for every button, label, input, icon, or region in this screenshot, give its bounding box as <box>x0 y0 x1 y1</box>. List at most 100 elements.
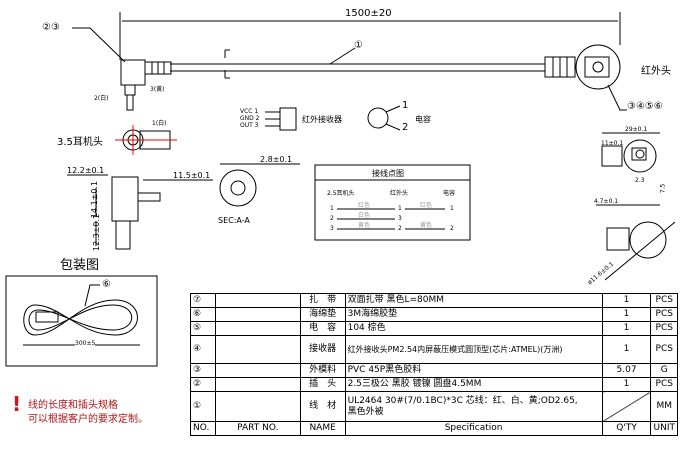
wiring-cell: 3 <box>398 215 402 222</box>
row-no: ③ <box>190 363 216 378</box>
ir-head-circle <box>575 44 621 90</box>
plug-pin2-label: 2(白) <box>94 95 109 102</box>
package-dim: 300±5 <box>75 340 96 347</box>
row-name: 扎 带 <box>299 293 346 308</box>
row-no: ⑥ <box>190 307 216 322</box>
ir-dim-window: 2.3 <box>635 177 645 184</box>
row-part <box>214 293 301 308</box>
row-no: ⑦ <box>190 293 216 308</box>
row-spec: 红外接收头PM2.54内屏蔽压模式圆顶型(芯片:ATMEL)(万洲) <box>344 335 603 364</box>
ir-head-label: 红外头 <box>641 66 671 77</box>
row-qty: 1 <box>601 307 652 322</box>
dim-section: 2.8±0.1 <box>260 155 293 164</box>
row-spec: 双面扎带 黑色L=80MM <box>344 293 603 308</box>
jack-label: 3.5耳机头 <box>57 137 103 148</box>
row-qty: 1 <box>601 377 652 392</box>
wiring-title: 接线点图 <box>372 169 404 178</box>
row-spec: UL2464 30#(7/0.1BC)*3C 芯线：红、白、黄;OD2.65,黑… <box>344 391 603 422</box>
receiver-pins: VCC 1 GND 2 OUT 3 <box>240 108 259 129</box>
receiver-pin-2: GND 2 <box>240 115 260 122</box>
row-unit: PCS <box>650 307 678 322</box>
section-label: SEC:A-A <box>218 216 250 225</box>
receiver-label: 红外接收器 <box>302 115 342 124</box>
wiring-cell: 1 <box>450 205 454 212</box>
row-name: 外模料 <box>299 363 346 378</box>
row-name: 电 容 <box>299 321 346 336</box>
wiring-color: 红色 <box>358 202 371 209</box>
wiring-cell: 3 <box>330 225 334 232</box>
wiring-color: 红色 <box>420 202 433 209</box>
wiring-cell: 2 <box>450 225 454 232</box>
header-spec: Specification <box>344 421 603 436</box>
row-spec: 2.5三极公 黑胶 镀镍 圆盘4.5MM <box>344 377 603 392</box>
wiring-color: 黄色 <box>420 222 433 229</box>
wiring-cell: 1 <box>398 205 402 212</box>
plug-body <box>120 59 146 86</box>
note-line-2: 可以根据客户的要求定制。 <box>28 414 148 425</box>
row-qty: 1 <box>601 335 652 364</box>
package-box <box>5 275 158 367</box>
wiring-box <box>314 164 471 241</box>
row-no: ⑤ <box>190 321 216 336</box>
row-spec-line-1: UL2464 30#(7/0.1BC)*3C 芯线：红、白、黄;OD2.65, <box>347 395 578 406</box>
overall-length-dim: 1500±20 <box>345 8 392 19</box>
note-line-1: 线的长度和插头规格 <box>28 400 118 411</box>
row-qty: 1 <box>601 321 652 336</box>
row-unit: G <box>650 363 678 378</box>
wiring-color: 白色 <box>358 212 371 219</box>
receiver-pin-1: VCC 1 <box>240 108 259 115</box>
capacitor-label: 电容 <box>415 115 431 124</box>
wiring-header-ir: 红外头 <box>390 190 409 197</box>
row-part <box>214 321 301 336</box>
row-spec: 3M海绵胶垫 <box>344 307 603 322</box>
callout-leader-plug <box>89 27 126 63</box>
row-qty: 1 <box>601 293 652 308</box>
callout-ir-head: ③④⑤⑥ <box>627 101 663 112</box>
coiled-cable <box>23 299 138 336</box>
callout-leader-cable <box>329 47 356 65</box>
header-no: NO. <box>190 421 216 436</box>
row-qty: 5.07 <box>601 363 652 378</box>
row-name: 接收器 <box>299 335 346 364</box>
ir-dim-left: 11±0.1 <box>601 140 624 147</box>
wiring-header-plug: 2.5耳机头 <box>327 190 355 197</box>
dim-plug-tip: 11.5±0.1 <box>173 171 211 180</box>
row-name: 海绵垫 <box>299 307 346 322</box>
row-no: ① <box>190 391 216 422</box>
package-callout: ⑥ <box>102 279 111 290</box>
wiring-header-cap: 电容 <box>443 190 456 197</box>
ir-dim-total: 29±0.1 <box>625 126 648 133</box>
package-label: 包装图 <box>60 258 100 273</box>
header-qty: Q'TY <box>601 421 652 436</box>
row-part <box>214 391 301 422</box>
capacitor-pin1: 1 <box>402 100 409 111</box>
row-part <box>214 335 301 364</box>
dim-plug-tail: 12.3±0.1 <box>92 213 102 252</box>
plug-pin1-label: 1(白) <box>152 120 167 127</box>
wiring-cell: 2 <box>398 225 402 232</box>
row-unit: PCS <box>650 321 678 336</box>
row-name: 插 头 <box>299 377 346 392</box>
header-name: NAME <box>299 421 346 436</box>
wiring-cell: 1 <box>330 205 334 212</box>
header-part: PART NO. <box>214 421 301 436</box>
ir-dim-height: 7.5 <box>659 183 667 194</box>
row-unit: PCS <box>650 377 678 392</box>
row-no: ② <box>190 377 216 392</box>
dim-plug-height: 14.1±0.1 <box>90 180 100 219</box>
wiring-cell: 2 <box>330 215 334 222</box>
row-unit: MM <box>650 391 678 422</box>
callout-leader-ir <box>607 84 627 111</box>
callout-plug: ②③ <box>42 22 60 33</box>
row-qty-na <box>602 391 651 422</box>
